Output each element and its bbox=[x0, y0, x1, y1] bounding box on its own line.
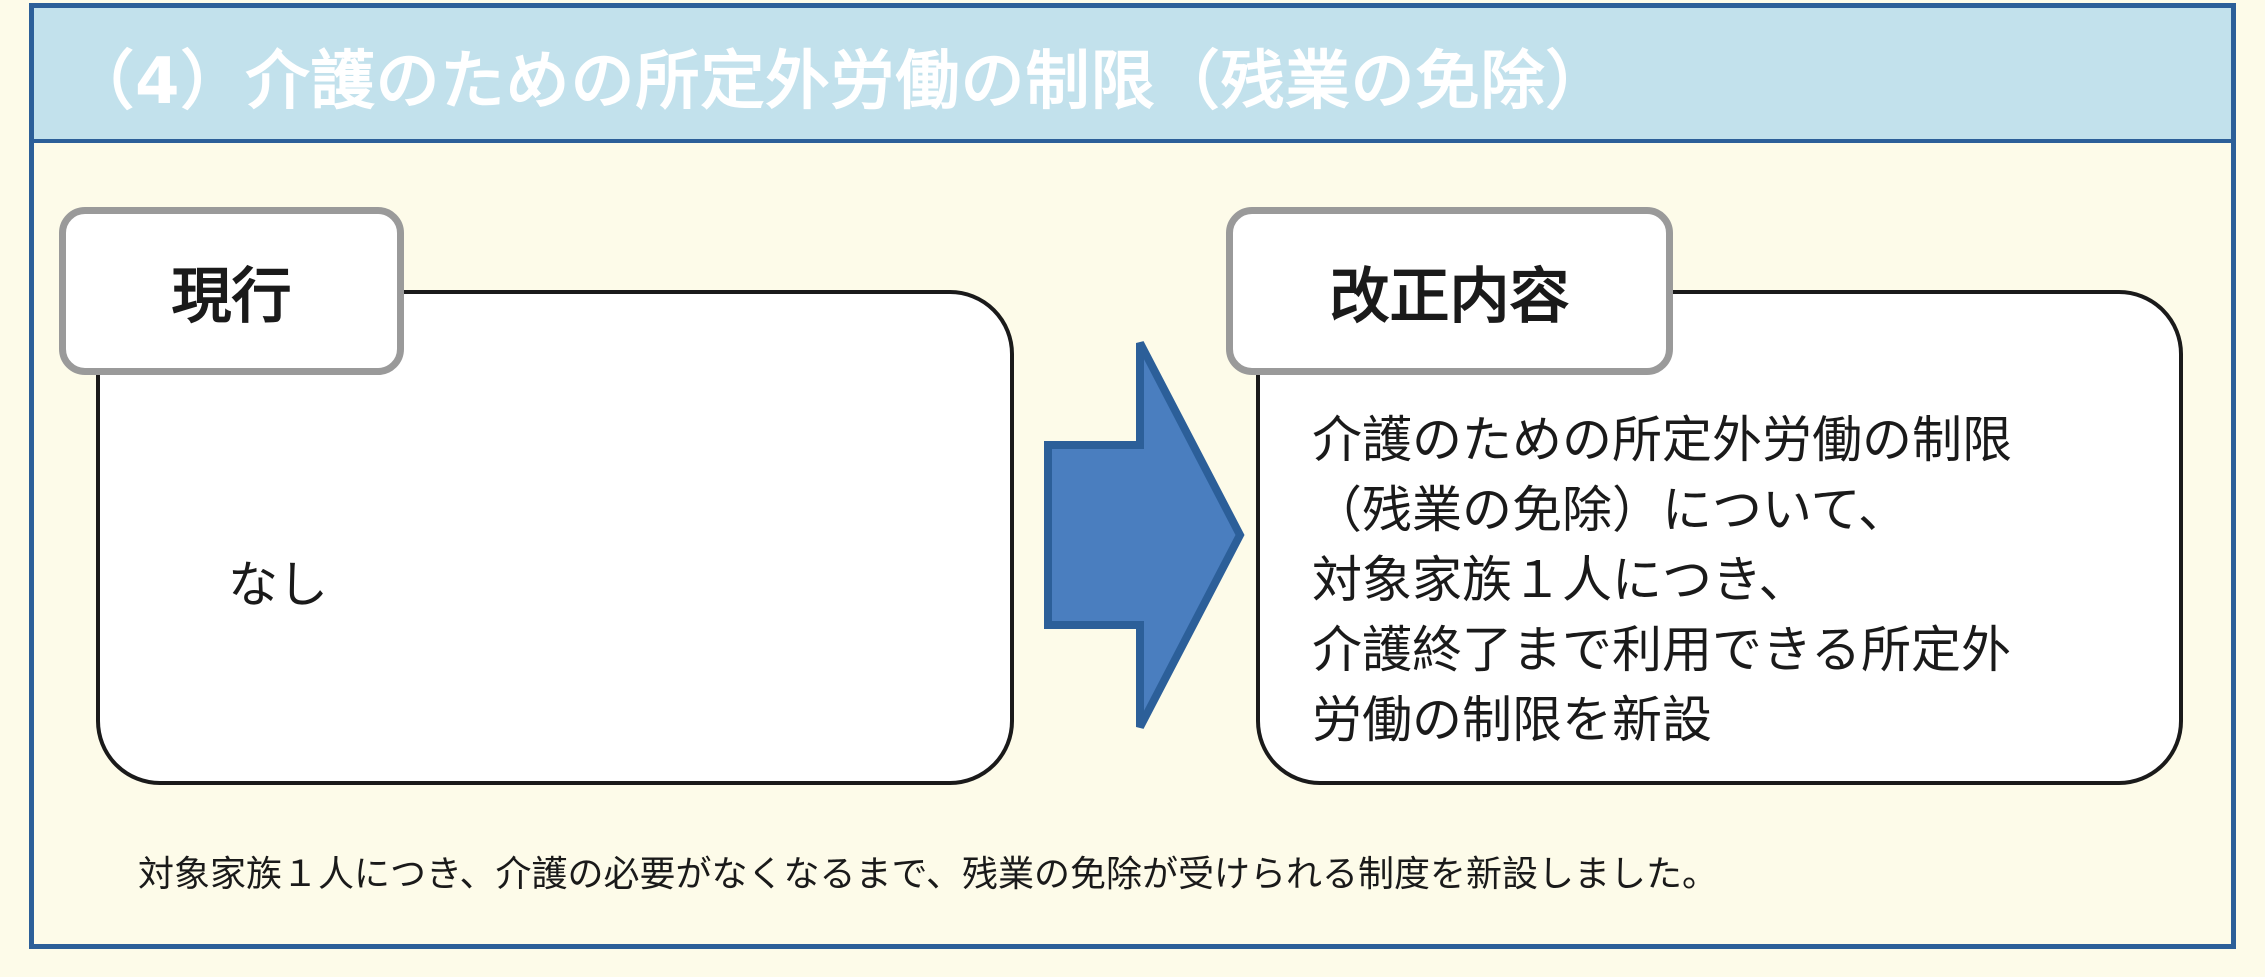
right-arrow-icon bbox=[1044, 341, 1245, 729]
current-panel bbox=[96, 290, 1014, 785]
current-content: なし bbox=[228, 556, 328, 614]
arrow-shape bbox=[1044, 341, 1245, 729]
revised-line: 労働の制限を新設 bbox=[1312, 691, 1712, 749]
revised-content: 介護のための所定外労働の制限 （残業の免除）について、 対象家族１人につき、 介… bbox=[1312, 405, 2142, 755]
revised-line: 介護のための所定外労働の制限 bbox=[1312, 411, 2012, 469]
current-tab-label: 現行 bbox=[59, 207, 404, 375]
revised-line: （残業の免除）について、 bbox=[1312, 481, 1908, 539]
revised-line: 対象家族１人につき、 bbox=[1312, 551, 1809, 609]
header-bar: （4）介護のための所定外労働の制限（残業の免除） bbox=[34, 8, 2231, 143]
revised-line: 介護終了まで利用できる所定外 bbox=[1312, 621, 2011, 679]
page-title: （4）介護のための所定外労働の制限（残業の免除） bbox=[70, 45, 1611, 119]
revised-tab-label: 改正内容 bbox=[1226, 207, 1673, 375]
footnote-text: 対象家族１人につき、介護の必要がなくなるまで、残業の免除が受けられる制度を新設し… bbox=[138, 854, 1719, 895]
